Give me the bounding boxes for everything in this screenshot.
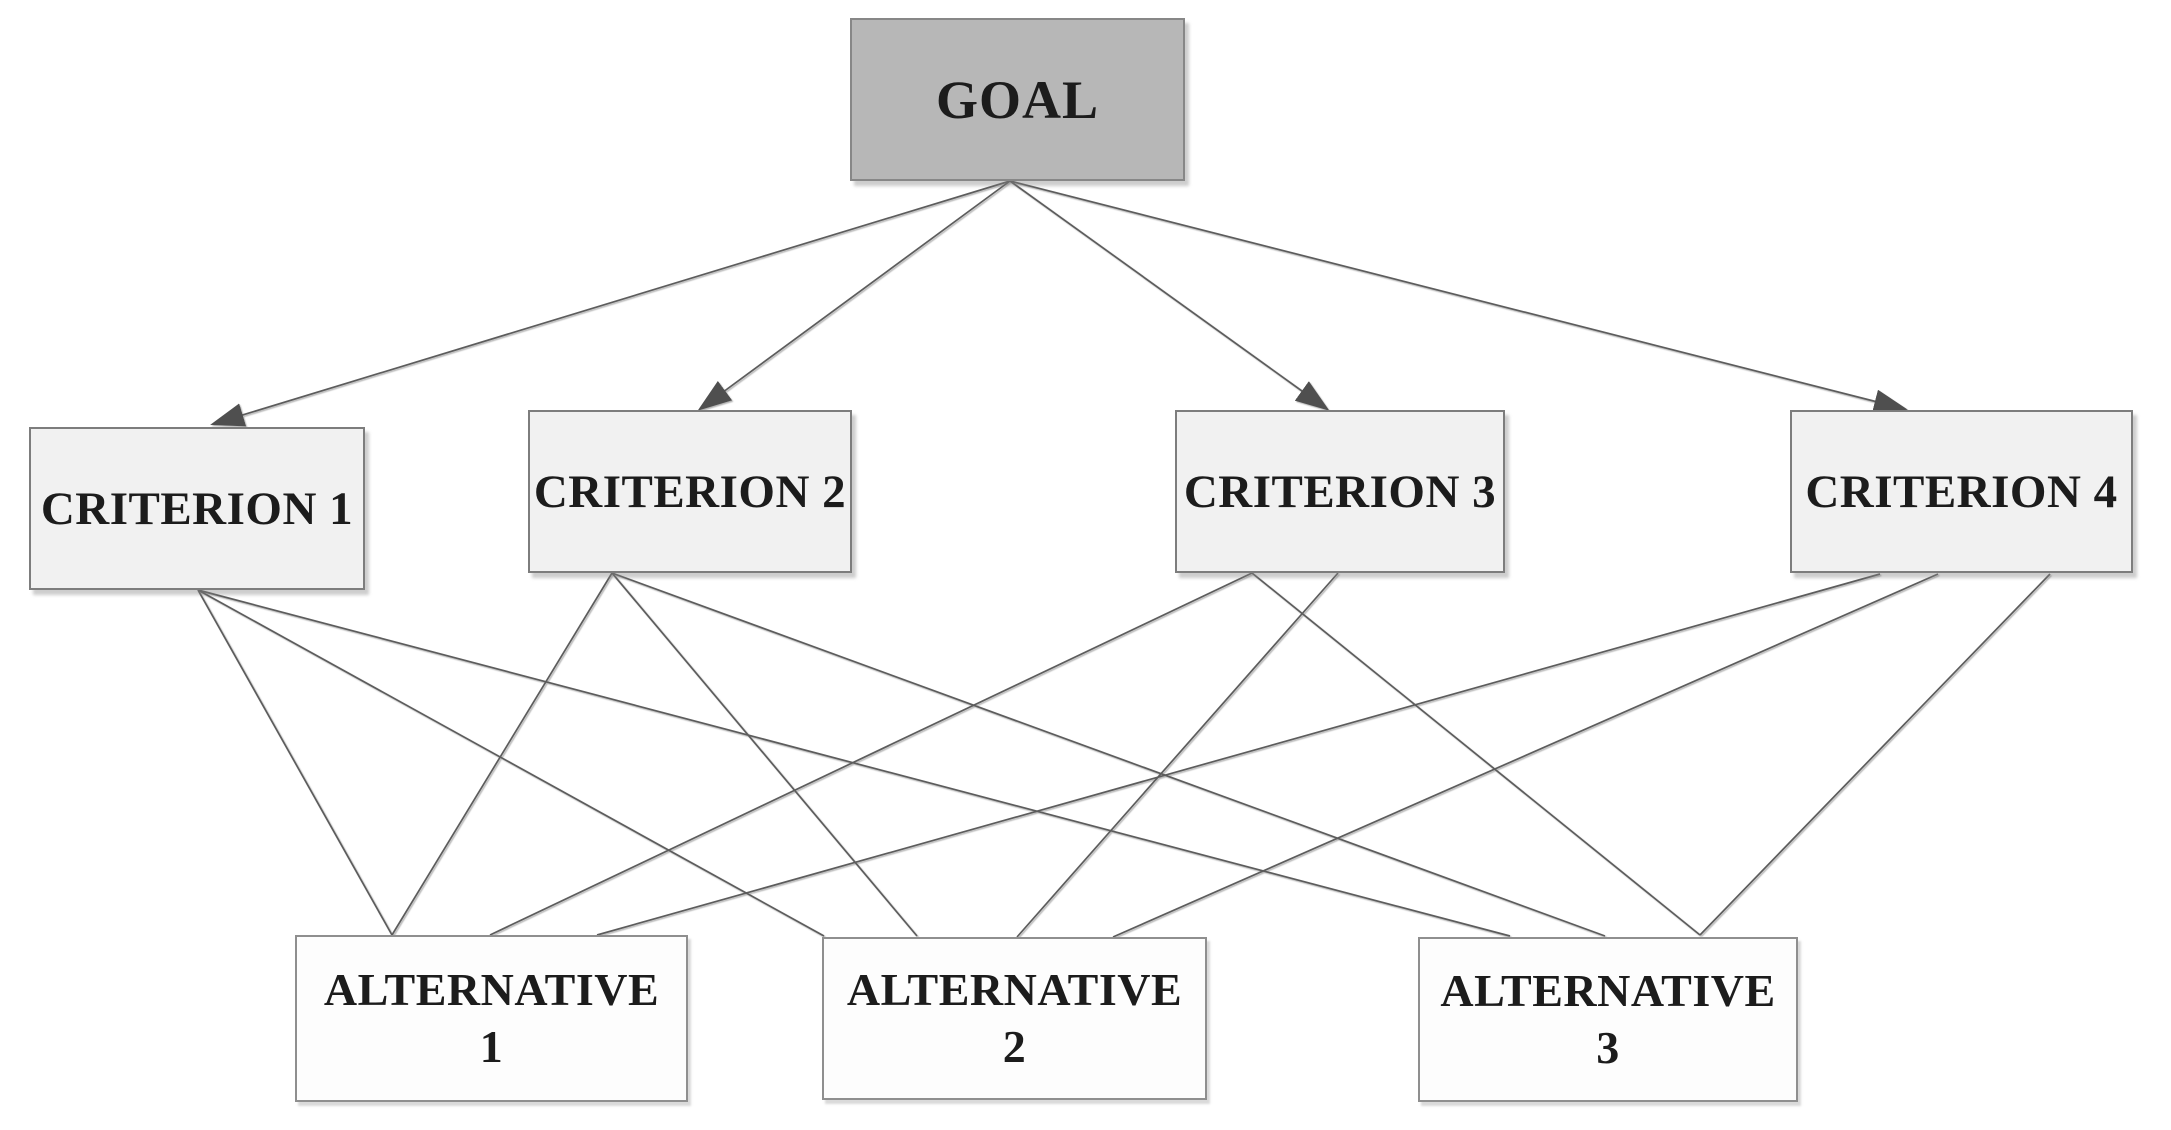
goal-to-criterion-arrow bbox=[1009, 180, 1908, 413]
criterion-to-alternative-line bbox=[1016, 572, 1339, 938]
alternative-2-label: ALTERNATIVE bbox=[846, 964, 1183, 1016]
goal-to-criterion-arrow bbox=[210, 180, 1011, 427]
goal-box: GOAL bbox=[850, 18, 1185, 181]
criterion-4-box: CRITERION 4 bbox=[1790, 410, 2133, 573]
criterion-to-alternative-line bbox=[596, 573, 1881, 936]
criterion-1-box: CRITERION 1 bbox=[29, 427, 365, 590]
alternative-3-label: ALTERNATIVE bbox=[1440, 965, 1776, 1017]
goal-to-criterion-arrow bbox=[697, 180, 1011, 411]
criterion-to-alternative-line bbox=[1699, 573, 2051, 936]
alternative-1-label: ALTERNATIVE bbox=[323, 964, 660, 1016]
alternative-2-box: ALTERNATIVE 2 bbox=[822, 937, 1207, 1100]
alternative-1-box: ALTERNATIVE 1 bbox=[295, 935, 688, 1102]
criterion-to-alternative-line bbox=[611, 572, 918, 937]
criterion-to-alternative-line bbox=[1251, 572, 1701, 936]
criterion-to-alternative-line bbox=[489, 572, 1253, 936]
goal-label: GOAL bbox=[935, 69, 1100, 130]
criterion-3-box: CRITERION 3 bbox=[1175, 410, 1505, 573]
criterion-to-alternative-line bbox=[1112, 573, 1939, 938]
criterion-to-alternative-line bbox=[611, 572, 1606, 937]
goal-to-criterion-arrow bbox=[1009, 180, 1330, 411]
criterion-1-label: CRITERION 1 bbox=[40, 482, 354, 535]
criterion-2-label: CRITERION 2 bbox=[533, 465, 847, 518]
criterion-to-alternative-line bbox=[197, 589, 393, 936]
alternative-3-box: ALTERNATIVE 3 bbox=[1418, 937, 1798, 1102]
criterion-4-label: CRITERION 4 bbox=[1805, 465, 2118, 518]
alternative-3-number: 3 bbox=[1596, 1021, 1620, 1073]
criterion-2-box: CRITERION 2 bbox=[528, 410, 852, 573]
criterion-3-label: CRITERION 3 bbox=[1183, 465, 1497, 518]
criterion-to-alternative-line bbox=[391, 572, 613, 936]
alternative-1-number: 1 bbox=[479, 1020, 504, 1072]
criterion-to-alternative-line bbox=[197, 589, 825, 937]
alternative-2-number: 2 bbox=[1002, 1020, 1027, 1072]
